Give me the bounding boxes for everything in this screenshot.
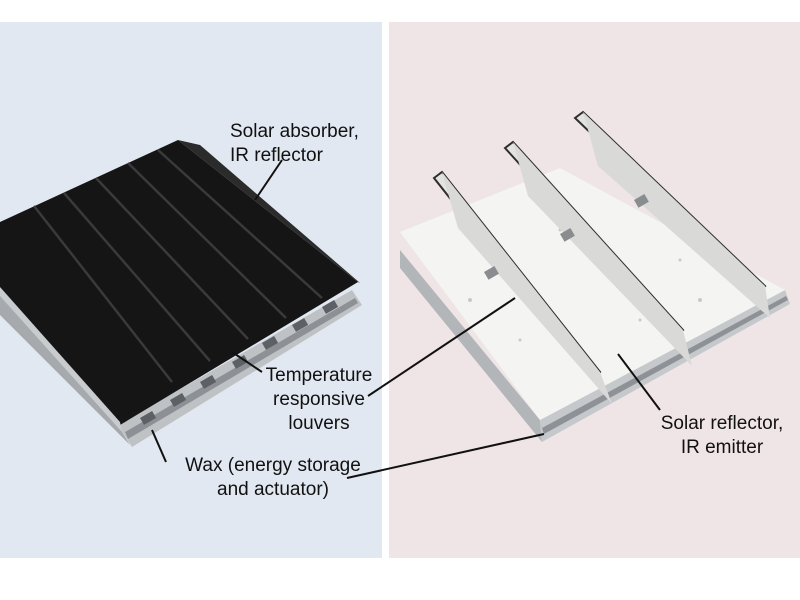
right-device-louver-fins [432, 110, 770, 404]
left-device-absorber-surface [0, 140, 358, 425]
label-solar-reflector-line2: IR emitter [680, 437, 764, 458]
label-louvers-line1: Temperature [265, 365, 373, 386]
label-louvers: Temperature responsive louvers [258, 364, 380, 436]
label-solar-reflector-line1: Solar reflector, [660, 413, 784, 434]
leader-louvers-left [231, 351, 263, 373]
leader-solar-reflector [617, 353, 661, 411]
leader-solar-absorber [254, 159, 283, 201]
right-device-reflector-surface [400, 168, 785, 420]
label-solar-absorber-line2: IR reflector [230, 145, 323, 166]
leader-wax-right [346, 433, 545, 479]
left-device-photo [0, 140, 362, 447]
label-solar-absorber-line1: Solar absorber, [230, 121, 359, 142]
label-louvers-line2: responsive [273, 389, 365, 410]
label-wax-line1: Wax (energy storage [185, 455, 361, 476]
label-wax-line2: and actuator) [217, 479, 329, 500]
leader-wax-left [151, 429, 167, 463]
label-louvers-line3: louvers [288, 413, 350, 434]
label-wax: Wax (energy storage and actuator) [166, 454, 380, 502]
label-solar-reflector: Solar reflector, IR emitter [648, 412, 796, 460]
leader-louvers-right [367, 297, 516, 397]
right-device-front-side [400, 250, 542, 442]
right-device-photo [400, 110, 790, 442]
label-solar-absorber: Solar absorber, IR reflector [230, 120, 359, 168]
annotation-leader-lines [151, 159, 661, 479]
